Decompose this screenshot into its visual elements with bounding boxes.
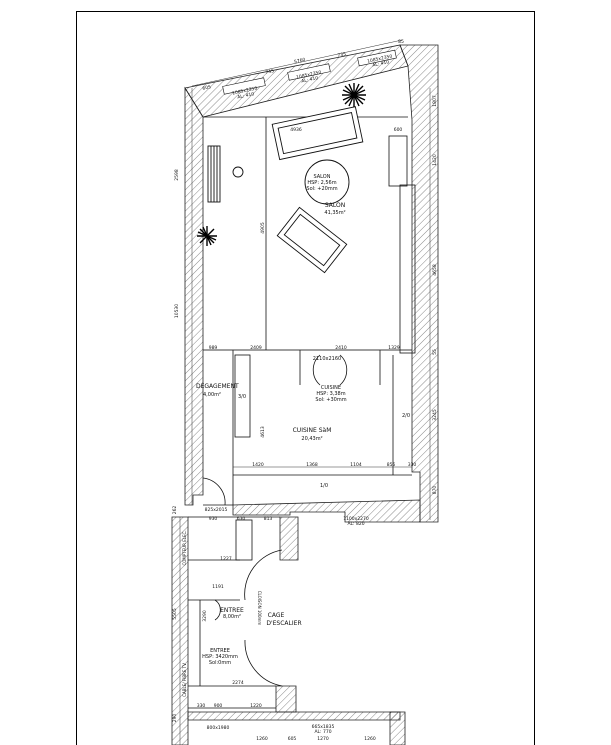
cuisine-tag-sol: Sol: +30mm	[315, 397, 346, 403]
entree-name: ENTREE	[220, 607, 244, 614]
salon-name: SALON	[325, 202, 345, 209]
dim-right-4658: 4658	[432, 264, 438, 276]
window-3-al: AL: 410	[372, 59, 390, 68]
door-cuisine-size: 2110x2160	[313, 356, 341, 362]
door-800-size: 800x1980	[207, 725, 230, 731]
dim-left-10530: 10530	[174, 304, 180, 318]
dim-salon-4936: 4936	[290, 127, 302, 133]
dim-row-856: 856	[387, 462, 396, 468]
dim-row-1420: 1420	[252, 462, 264, 468]
dim-row-1329: 1329	[388, 345, 400, 351]
entree-area: 8,00m²	[223, 614, 241, 620]
dim-entry-330: 330	[197, 703, 206, 709]
entree-tag-name: ENTREE	[210, 648, 230, 654]
furniture	[207, 106, 364, 274]
dim-entry-3290: 3290	[202, 610, 208, 622]
height-2-0: 2/0	[402, 413, 410, 419]
cage-line1: CAGE	[268, 612, 285, 619]
dim-left-290: 290	[172, 714, 178, 723]
cuisine-tag-hsp: HSP: 3,38m	[316, 391, 345, 397]
window-1-size: 1085x2350	[232, 85, 258, 96]
dim-mid-4905: 4905	[260, 222, 266, 234]
dim-top-745: 745	[265, 68, 275, 76]
doors	[202, 354, 348, 687]
exterior-walls	[171, 44, 439, 745]
door-bottom-size: 1100x2270	[343, 516, 369, 522]
note-compteur: COMPTEUR ELEC.	[182, 530, 187, 565]
dim-entry-1227: 1227	[220, 556, 232, 562]
dim-row-330: 330	[408, 462, 417, 468]
dim-mid-4613: 4613	[260, 426, 266, 438]
cage-line2: D'ESCALIER	[266, 620, 301, 627]
dim-row-989: 989	[209, 345, 218, 351]
dim-entry-630: 630	[237, 516, 246, 522]
dim-entry-1191: 1191	[212, 584, 224, 590]
window-2-al: AL: 410	[301, 75, 319, 84]
dim-entry-813: 813	[264, 516, 273, 522]
dim-right-55: 55	[432, 349, 438, 355]
dim-right-1807: 1807	[432, 95, 438, 107]
note-cloison: CLOISON 100mm	[257, 591, 262, 626]
dim-entry-930: 930	[209, 516, 218, 522]
window-2-size: 1085x2350	[296, 69, 322, 80]
height-1-0: 1/0	[320, 483, 328, 489]
dim-left-5505: 5505	[172, 608, 178, 620]
plant-icon	[197, 83, 366, 246]
dim-row-1368: 1368	[306, 462, 318, 468]
dim-row-2409: 2409	[250, 345, 262, 351]
salon-tag-sol: Sol: +20mm	[306, 186, 337, 192]
dim-row-1104: 1104	[350, 462, 362, 468]
dim-top-total: 5760	[294, 57, 307, 65]
dim-right-3245: 3245	[432, 409, 438, 421]
dim-bottom-1270: 1270	[317, 736, 329, 742]
window-markers	[222, 49, 397, 95]
degagement-area: 4,00m²	[203, 392, 221, 398]
door-825-size: 825x2015	[205, 507, 228, 513]
window-bottom-al: AL: 770	[314, 729, 331, 735]
dim-right-870: 870	[432, 486, 438, 495]
dimension-lines	[179, 39, 431, 745]
cuisine-sam-area: 20,43m²	[301, 436, 322, 442]
dim-bottom-605: 605	[288, 736, 297, 742]
dim-row-2410: 2410	[335, 345, 347, 351]
entree-tag-sol: Sol:0mm	[209, 660, 231, 666]
salon-tag-name: SALON	[314, 174, 331, 180]
degagement-name: DÉGAGEMENT	[196, 382, 239, 390]
dim-top-85: 85	[398, 39, 404, 45]
note-cable: CABLE/ FIBRE TV	[182, 663, 187, 697]
dim-entry-1220: 1220	[250, 703, 262, 709]
height-3-0: 3/0	[238, 394, 246, 400]
dim-bottom-1260b: 1260	[364, 736, 376, 742]
salon-tag-hsp: HSP: 2,56m	[307, 180, 336, 186]
dim-top-735: 735	[337, 51, 347, 59]
dim-entry-2274: 2274	[232, 680, 244, 686]
window-bottom-size: 665x1835	[312, 724, 335, 730]
door-bottom-al: AL: 820	[347, 521, 364, 527]
cuisine-sam-name: CUISINE SàM	[293, 427, 332, 434]
dim-bottom-1260a: 1260	[256, 736, 268, 742]
dim-entry-900: 900	[214, 703, 223, 709]
dim-left-262: 262	[172, 506, 178, 515]
dim-left-2598: 2598	[174, 169, 180, 181]
dim-right-1420: 1420	[432, 154, 438, 166]
salon-area: 41,35m²	[324, 210, 345, 216]
window-1-al: AL: 410	[237, 91, 255, 100]
entree-tag-hsp: HSP: 3420mm	[202, 654, 238, 660]
dim-salon-600: 600	[394, 127, 403, 133]
window-3-size: 1085x2350	[367, 53, 393, 64]
cuisine-tag-name: CUISINE	[321, 385, 341, 391]
dim-top-605: 605	[202, 84, 212, 92]
